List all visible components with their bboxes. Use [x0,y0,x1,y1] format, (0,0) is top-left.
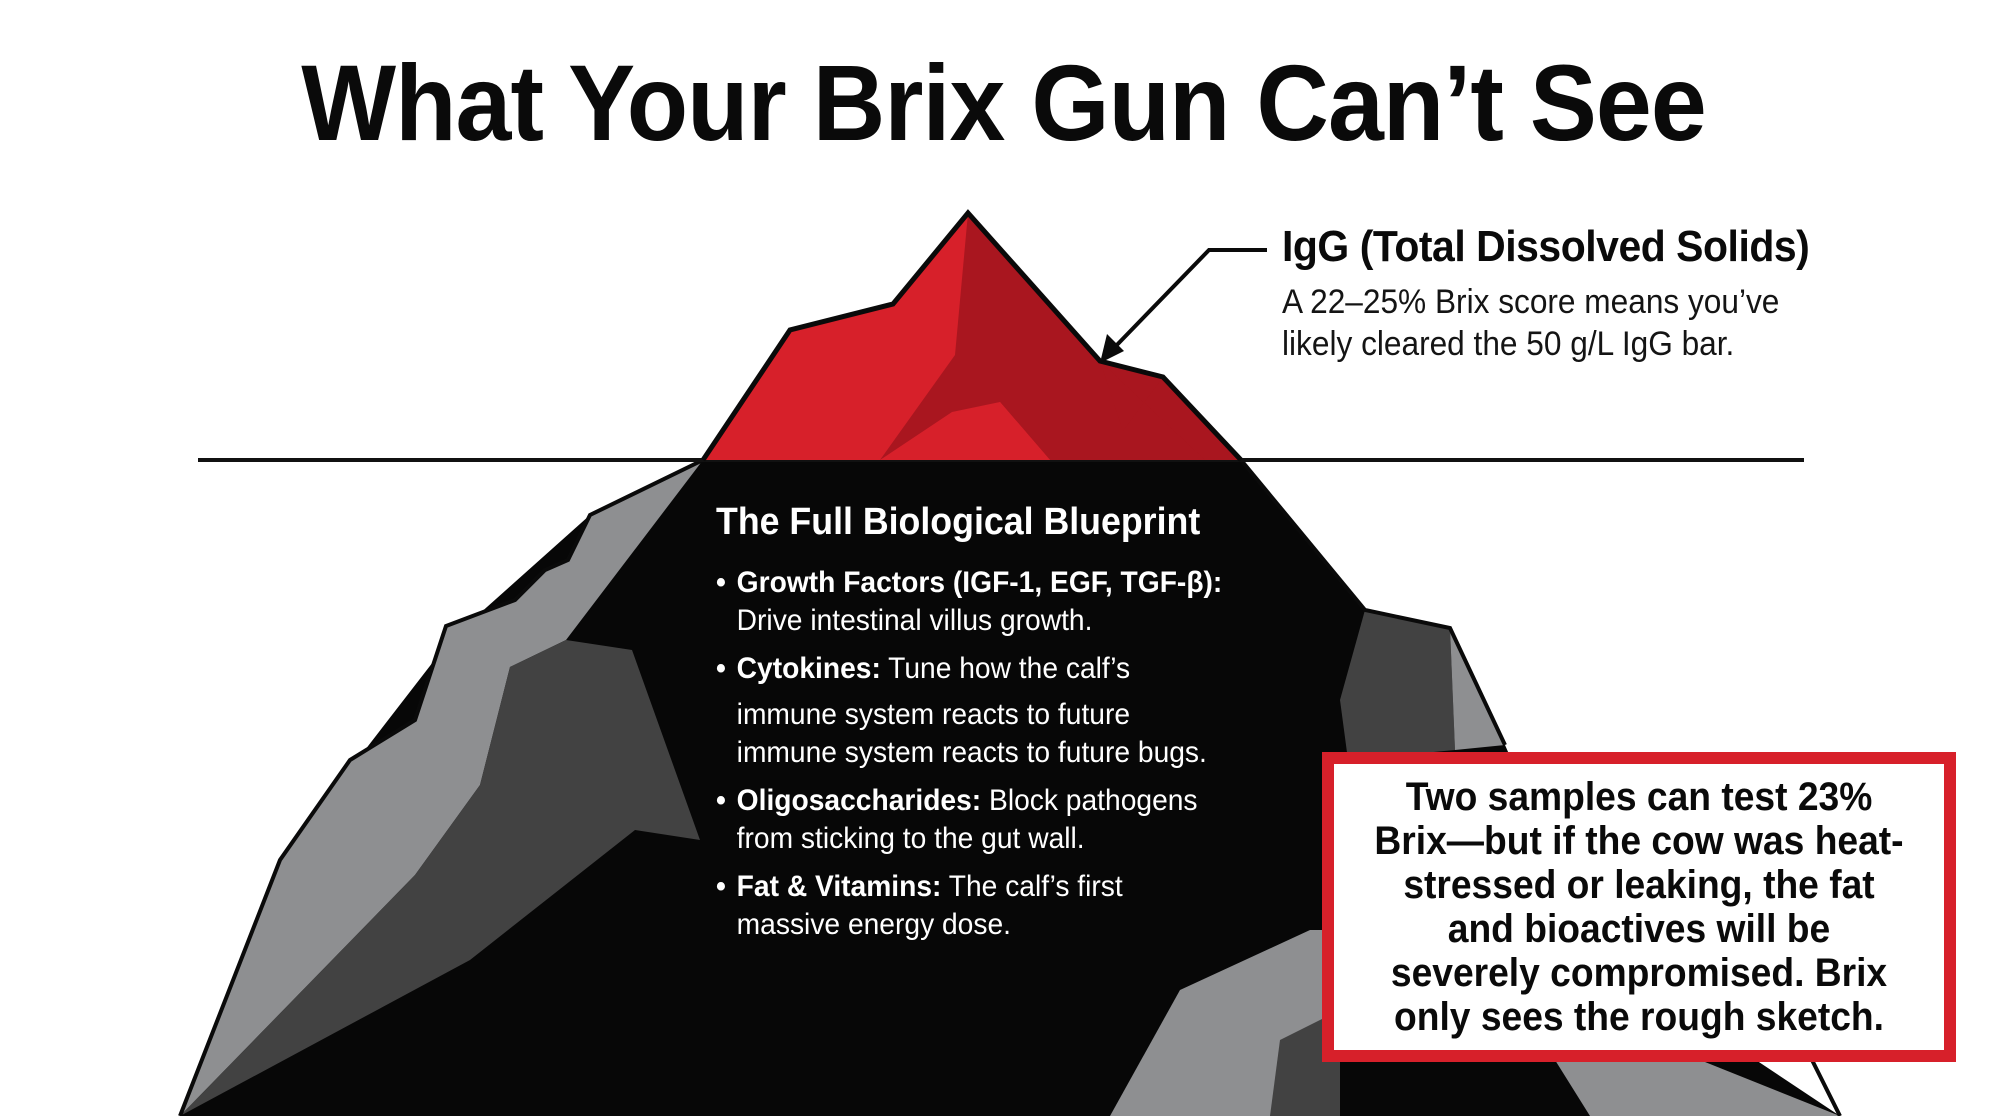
warning-line: Brix—but if the cow was heat- [1374,819,1904,863]
iceberg-lower-right-facet-grey [1555,1060,1840,1116]
list-item-growth-factors: • Growth Factors (IGF-1, EGF, TGF-β): Dr… [716,564,1299,640]
list-item-line: Drive intestinal villus growth. [736,603,1093,637]
igg-callout-heading: IgG (Total Dissolved Solids) [1282,222,1810,271]
warning-callout-box: Two samples can test 23% Brix—but if the… [1322,752,1956,1062]
list-item-line: immune system reacts to future bugs. [736,735,1207,769]
iceberg-left-outline [178,458,704,1116]
iceberg-tip-shade-right [1100,361,1241,460]
iceberg-tip-facet-lower [880,402,1050,460]
igg-callout-body: A 22–25% Brix score means you’ve likely … [1282,281,1933,365]
iceberg-left-facet-light [180,460,703,1116]
blueprint-heading: The Full Biological Blueprint [716,501,1201,543]
list-item-rest: Block pathogens [981,783,1198,817]
bullet-icon: • [716,565,726,599]
iceberg-right-outline [1239,458,1507,746]
list-item-oligosaccharides: • Oligosaccharides: Block pathogens from… [716,782,1299,858]
igg-callout-line: A 22–25% Brix score means you’ve [1282,282,1780,321]
arrow-pointer-icon [1100,248,1267,363]
list-item-fat-vitamins: • Fat & Vitamins: The calf’s first massi… [716,868,1299,944]
blueprint-panel: The Full Biological Blueprint • Growth F… [716,500,1336,954]
list-item-line: immune system reacts to future [736,697,1131,731]
iceberg-left-facet-dark [180,640,700,1116]
page-title: What Your Brix Gun Can’t See [301,42,1706,163]
igg-callout-line: likely cleared the 50 g/L IgG bar. [1282,324,1735,363]
bullet-icon: • [716,869,726,903]
warning-line: stressed or leaking, the fat [1403,863,1875,907]
list-item-term: Fat & Vitamins: [736,869,942,903]
warning-line: severely compromised. Brix [1390,951,1888,995]
warning-line: only sees the rough sketch. [1394,995,1884,1039]
bullet-icon: • [716,783,726,817]
list-item-line: massive energy dose. [736,907,1011,941]
iceberg-tip-outline [700,209,1243,462]
list-item-term: Oligosaccharides: [736,783,982,817]
list-item-term: Cytokines: [736,651,881,685]
warning-callout-text: Two samples can test 23% Brix—but if the… [1355,775,1922,1039]
warning-line: and bioactives will be [1447,907,1831,951]
blueprint-list: • Growth Factors (IGF-1, EGF, TGF-β): Dr… [716,564,1336,944]
list-item-rest: Tune how the calf’s [880,651,1131,685]
list-item-rest: The calf’s first [941,869,1123,903]
warning-line: Two samples can test 23% [1405,775,1873,819]
iceberg-lower-right-outline [1810,1059,1842,1116]
list-item-cytokines: • Cytokines: Tune how the calf’s immune … [716,650,1299,772]
list-item-term: Growth Factors (IGF-1, EGF, TGF-β): [736,565,1223,599]
igg-callout: IgG (Total Dissolved Solids) A 22–25% Br… [1282,222,1982,365]
bullet-icon: • [716,651,726,685]
iceberg-right-facet-dark [1340,610,1455,760]
list-item-line: from sticking to the gut wall. [736,821,1085,855]
